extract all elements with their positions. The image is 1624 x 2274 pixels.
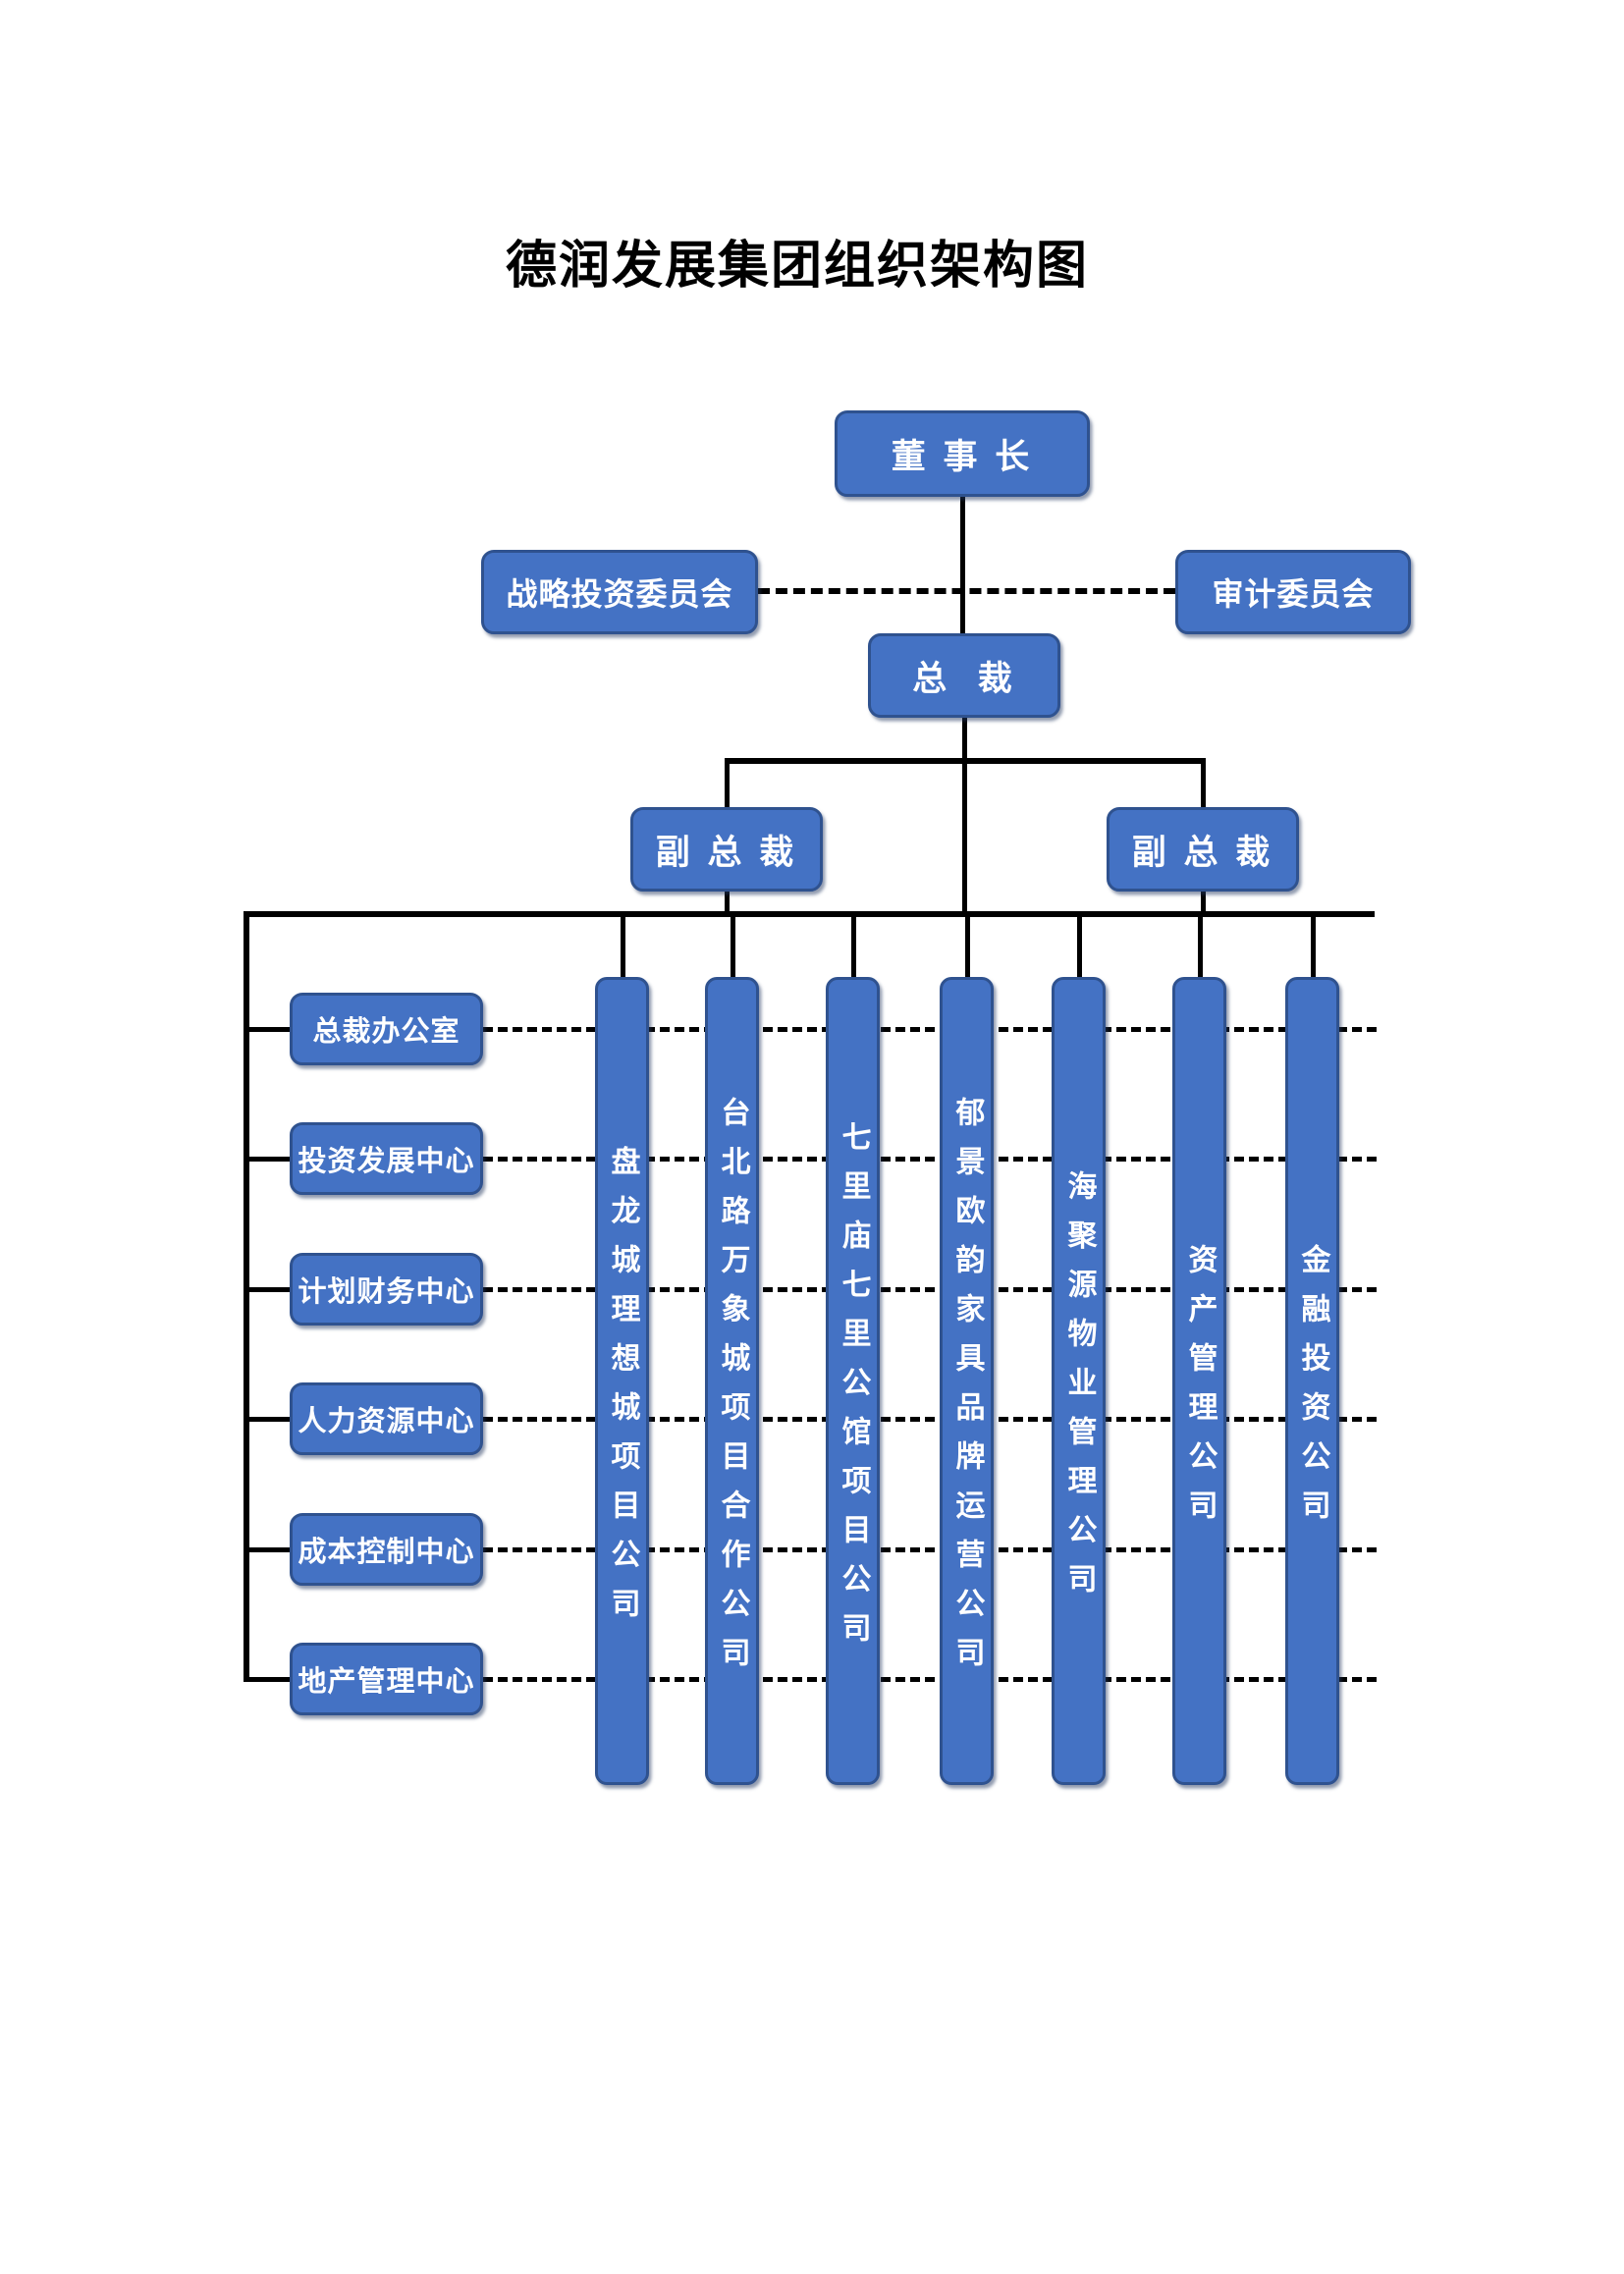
vp-right-label: 副 总 裁 — [1131, 833, 1274, 872]
connector-vp-left-spine — [725, 890, 730, 917]
node-dept-president-office: 总裁办公室 — [290, 993, 483, 1065]
connector-vp-left-stub — [725, 758, 730, 809]
node-company-asset-management: 资产管理公司 — [1172, 977, 1226, 1785]
node-dept-investment-development: 投资发展中心 — [290, 1122, 483, 1195]
dept-stub-5 — [244, 1547, 293, 1552]
dept-stub-6 — [244, 1677, 293, 1682]
dept-label: 地产管理中心 — [298, 1666, 475, 1698]
node-chairman: 董 事 长 — [835, 410, 1090, 497]
node-vp-right: 副 总 裁 — [1107, 807, 1299, 892]
node-company-panlongcheng: 盘龙城理想城项目公司 — [595, 977, 649, 1785]
dept-label: 人力资源中心 — [298, 1406, 475, 1437]
node-strategic-committee: 战略投资委员会 — [481, 550, 758, 634]
dept-dashed-6 — [483, 1677, 1377, 1682]
dept-dashed-5 — [483, 1547, 1377, 1552]
spine-horizontal — [244, 911, 1375, 917]
company-stub-7 — [1311, 914, 1316, 979]
node-dept-property-management: 地产管理中心 — [290, 1643, 483, 1715]
node-dept-cost-control: 成本控制中心 — [290, 1513, 483, 1586]
dept-label: 总裁办公室 — [312, 1016, 460, 1048]
dept-stub-3 — [244, 1287, 293, 1292]
dept-dashed-4 — [483, 1417, 1377, 1422]
audit-committee-label: 审计委员会 — [1212, 576, 1375, 612]
president-label: 总 裁 — [912, 659, 1016, 698]
company-label: 资产管理公司 — [1183, 1243, 1217, 1539]
node-dept-planning-finance: 计划财务中心 — [290, 1253, 483, 1326]
dept-dashed-3 — [483, 1287, 1377, 1292]
dept-stub-2 — [244, 1157, 293, 1162]
vp-left-label: 副 总 裁 — [655, 833, 798, 872]
company-label: 金融投资公司 — [1296, 1243, 1329, 1539]
node-company-qilimiao: 七里庙七里公馆项目公司 — [826, 977, 880, 1785]
dept-dashed-2 — [483, 1157, 1377, 1162]
company-label: 台北路万象城项目合作公司 — [716, 1096, 749, 1686]
company-stub-6 — [1198, 914, 1203, 979]
company-stub-5 — [1077, 914, 1082, 979]
connector-committees-dashed — [758, 588, 1175, 594]
company-label: 盘龙城理想城项目公司 — [606, 1145, 639, 1637]
dept-dashed-1 — [483, 1027, 1377, 1032]
chart-title: 德润发展集团组织架构图 — [505, 238, 1090, 295]
node-company-financial-investment: 金融投资公司 — [1285, 977, 1339, 1785]
node-company-taibeilu: 台北路万象城项目合作公司 — [705, 977, 759, 1785]
node-audit-committee: 审计委员会 — [1175, 550, 1411, 634]
node-president: 总 裁 — [868, 633, 1060, 718]
company-stub-1 — [621, 914, 625, 979]
node-vp-left: 副 总 裁 — [630, 807, 823, 892]
company-label: 郁景欧韵家具品牌运营公司 — [950, 1096, 984, 1686]
strategic-committee-label: 战略投资委员会 — [506, 576, 733, 612]
company-label: 七里庙七里公馆项目公司 — [837, 1120, 870, 1661]
spine-vertical-left — [244, 911, 249, 1682]
node-dept-human-resources: 人力资源中心 — [290, 1382, 483, 1455]
dept-label: 成本控制中心 — [298, 1537, 475, 1568]
dept-label: 投资发展中心 — [298, 1146, 475, 1177]
company-label: 海聚源物业管理公司 — [1062, 1169, 1096, 1612]
chairman-label: 董 事 长 — [891, 437, 1034, 476]
connector-vp-right-stub — [1201, 758, 1206, 809]
connector-chairman-president — [960, 494, 965, 636]
company-stub-4 — [965, 914, 970, 979]
dept-label: 计划财务中心 — [298, 1276, 475, 1308]
node-company-yujing-ouyun: 郁景欧韵家具品牌运营公司 — [940, 977, 994, 1785]
connector-vp-horizontal — [725, 758, 1206, 764]
dept-stub-4 — [244, 1417, 293, 1422]
company-stub-2 — [731, 914, 735, 979]
dept-stub-1 — [244, 1027, 293, 1032]
company-stub-3 — [851, 914, 856, 979]
connector-vp-right-spine — [1201, 890, 1206, 917]
node-company-haijuyuan: 海聚源物业管理公司 — [1052, 977, 1106, 1785]
connector-president-spine — [962, 717, 967, 917]
